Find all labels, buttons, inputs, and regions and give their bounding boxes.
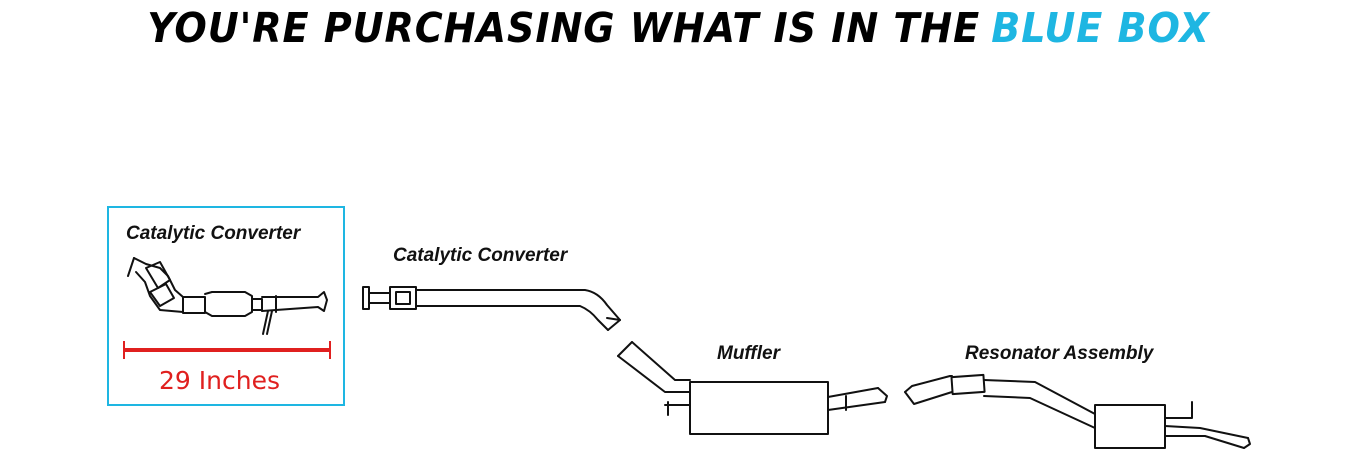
headline-highlight: BLUE BOX bbox=[991, 3, 1210, 52]
selected-part-label: Catalytic Converter bbox=[126, 223, 301, 244]
resonator-label: Resonator Assembly bbox=[965, 343, 1154, 364]
system-catalytic-converter-drawing bbox=[362, 286, 621, 331]
boxed-catalytic-converter-drawing bbox=[127, 257, 328, 335]
resonator-drawing bbox=[904, 373, 1251, 449]
catalytic-converter-label: Catalytic Converter bbox=[393, 245, 568, 266]
muffler-drawing bbox=[617, 341, 888, 435]
muffler-label: Muffler bbox=[717, 343, 780, 364]
headline: YOU'RE PURCHASING WHAT IS IN THE BLUE BO… bbox=[47, 0, 1309, 56]
measurement-label: 29 Inches bbox=[159, 366, 280, 395]
measurement-dimension-line bbox=[123, 341, 331, 359]
headline-text: YOU'RE PURCHASING WHAT IS IN THE bbox=[147, 3, 981, 52]
selected-part-box bbox=[107, 206, 345, 406]
